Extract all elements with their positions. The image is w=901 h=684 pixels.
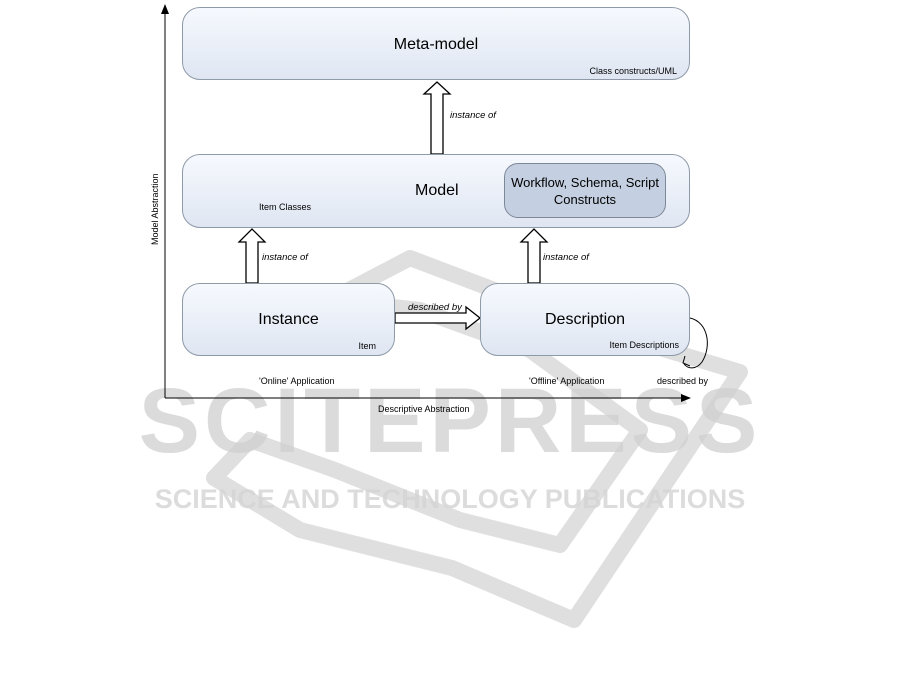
watermark: SCITEPRESS SCIENCE AND TECHNOLOGY PUBLIC… xyxy=(139,250,762,628)
arrow-instance-to-model xyxy=(237,228,267,284)
label-instance-to-description: described by xyxy=(408,302,462,313)
metamodel-box: Meta-model Class constructs/UML xyxy=(182,7,690,80)
model-caption: Item Classes xyxy=(259,202,312,212)
metamodel-title: Meta-model xyxy=(393,36,479,53)
y-axis-label: Model Abstraction xyxy=(150,173,160,245)
model-box: Model Item Classes Workflow, Schema, Scr… xyxy=(182,154,690,228)
label-instance-to-model: instance of xyxy=(262,252,308,263)
self-loop-arrowhead xyxy=(682,355,691,367)
instance-box: Instance Item xyxy=(182,283,395,356)
online-application-label: 'Online' Application xyxy=(259,376,335,386)
x-axis-arrowhead xyxy=(681,394,691,402)
arrow-instance-to-description xyxy=(394,305,482,331)
x-axis-label: Descriptive Abstraction xyxy=(378,404,470,414)
arrow-description-to-model xyxy=(519,228,549,284)
description-title: Description xyxy=(544,311,626,328)
y-axis-arrowhead xyxy=(161,4,169,14)
instance-caption: Item xyxy=(358,341,376,351)
model-title: Model xyxy=(415,182,459,199)
watermark-logo-text: SCITEPRESS xyxy=(139,370,762,472)
instance-title: Instance xyxy=(258,311,319,328)
description-box: Description Item Descriptions xyxy=(480,283,690,356)
arrow-model-to-metamodel xyxy=(422,81,452,155)
constructs-box: Workflow, Schema, Script Constructs xyxy=(504,163,666,218)
label-model-to-metamodel: instance of xyxy=(450,110,496,121)
label-self-description: described by xyxy=(657,376,709,386)
watermark-tagline: SCIENCE AND TECHNOLOGY PUBLICATIONS xyxy=(155,484,746,514)
metamodel-caption: Class constructs/UML xyxy=(589,66,677,76)
offline-application-label: 'Offline' Application xyxy=(529,376,605,386)
watermark-chevron xyxy=(206,250,748,628)
label-description-to-model: instance of xyxy=(543,252,589,263)
description-caption: Item Descriptions xyxy=(609,340,679,350)
arrow-self-description xyxy=(683,317,708,369)
